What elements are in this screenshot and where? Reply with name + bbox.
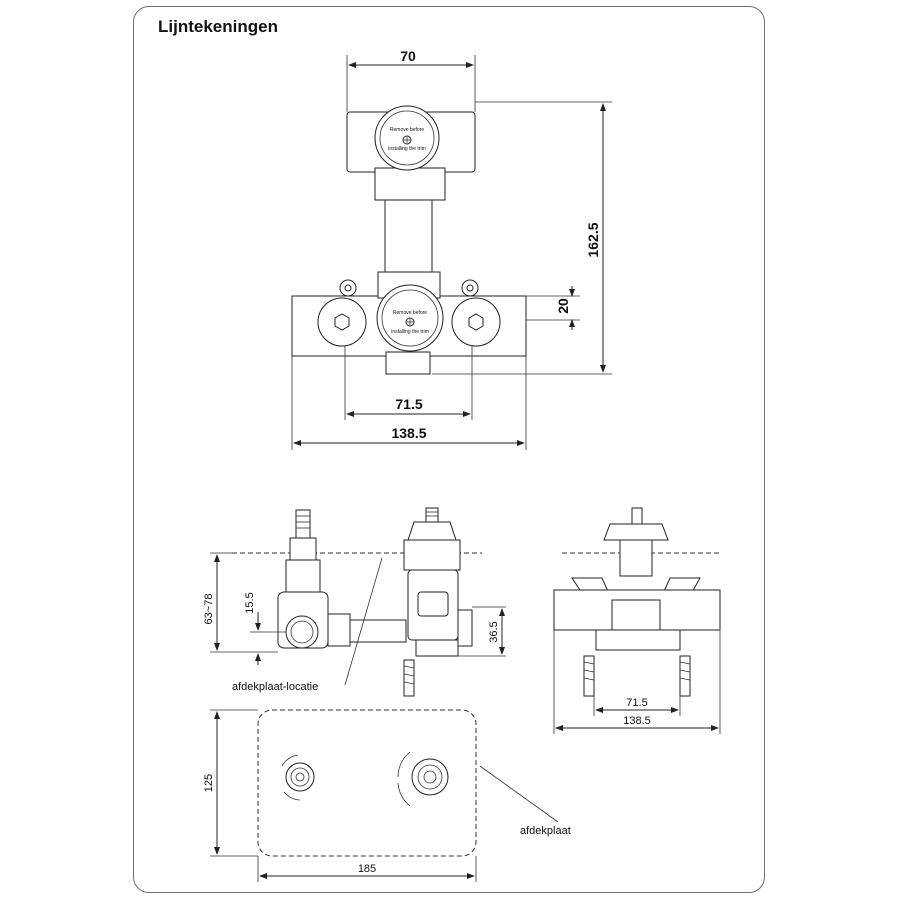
end-view: 71.5 138.5	[553, 507, 722, 734]
left-spindle	[295, 509, 311, 539]
plate-dim-label-185: 185	[358, 863, 376, 875]
side-pipe	[349, 619, 407, 643]
dim-label-71-5: 71.5	[395, 396, 422, 412]
dim-label-36-5: 36.5	[488, 621, 500, 642]
lower-outlet	[385, 351, 431, 375]
drawing-frame	[133, 6, 765, 893]
left-knob	[285, 762, 315, 792]
right-knob	[411, 758, 449, 796]
right-spindle	[425, 507, 439, 523]
upper-neck	[374, 167, 446, 201]
dim-label-63-78: 63~78	[203, 594, 215, 625]
anchor-bolt-side	[403, 659, 415, 697]
dim-label-162-5: 162.5	[585, 222, 601, 257]
lower-cap-text-1: Remove before	[393, 310, 427, 316]
dim-label-70: 70	[400, 48, 416, 64]
right-hex-nut	[468, 313, 484, 331]
plate-dim-label-125: 125	[203, 774, 215, 792]
upper-cap-text-2: installing the trim	[388, 146, 426, 152]
label-afdekplaat: afdekplaat	[520, 825, 571, 837]
label-afdekplaat-locatie: afdekplaat-locatie	[232, 681, 318, 693]
side-view: 63~78 15.5 36.5 afdekplaat-locatie	[203, 507, 506, 697]
left-port	[317, 297, 367, 347]
upper-cap-text-1: Remove before	[390, 127, 424, 133]
page-title: Lijntekeningen	[158, 17, 278, 36]
anchor-bolt-right	[679, 655, 691, 697]
right-port	[451, 297, 501, 347]
lower-cap-text-2: installing the trim	[391, 329, 429, 335]
top-view: Remove before installing the trim Remove…	[291, 48, 612, 450]
end-dim-label-138-5: 138.5	[623, 715, 651, 727]
end-spindle	[631, 507, 643, 525]
dim-label-15-5: 15.5	[244, 592, 256, 613]
plate-view: 125 185 afdekplaat	[203, 709, 571, 882]
end-dim-label-71-5: 71.5	[626, 697, 647, 709]
right-screw-tab	[461, 279, 479, 297]
left-screw-tab	[339, 279, 357, 297]
left-hex-nut	[334, 313, 350, 331]
connecting-pipe	[384, 199, 433, 281]
dim-label-138-5: 138.5	[391, 425, 426, 441]
dim-label-20: 20	[555, 298, 571, 314]
anchor-bolt-left	[583, 655, 595, 697]
